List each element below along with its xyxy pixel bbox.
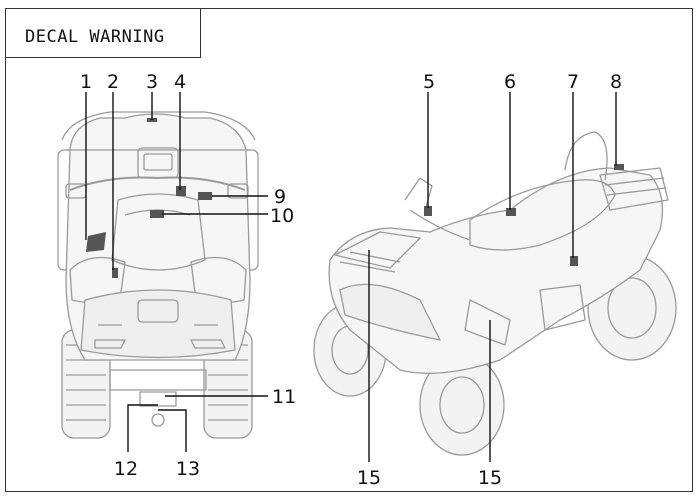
decal-10: [150, 210, 164, 218]
leader-lines: [85, 92, 617, 462]
diagram-title: DECAL WARNING: [25, 27, 165, 47]
decal-1: [86, 232, 106, 252]
decal-4: [176, 186, 186, 196]
diagram-frame: [5, 8, 693, 492]
callout-7: 7: [567, 71, 579, 93]
side-view-decals: [424, 164, 624, 266]
decal-8: [614, 164, 624, 170]
callout-3: 3: [146, 71, 158, 93]
callout-numbers: 1 2 3 4 5 6 7 8 9 10 11 12 13 15 15: [80, 71, 622, 489]
decal-2: [112, 268, 118, 278]
callout-9: 9: [274, 186, 286, 208]
callout-12: 12: [114, 458, 138, 480]
atv-front-view: [57, 111, 259, 439]
callout-5: 5: [423, 71, 435, 93]
callout-4: 4: [174, 71, 186, 93]
decal-5: [424, 206, 432, 216]
leader-12: [127, 404, 158, 452]
atv-side-view: [313, 131, 677, 456]
leader-13: [158, 409, 187, 452]
callout-13: 13: [176, 458, 200, 480]
decal-9: [198, 192, 212, 200]
callout-2: 2: [107, 71, 119, 93]
decal-7: [570, 256, 578, 266]
title-box: DECAL WARNING: [5, 8, 201, 58]
decal-6: [506, 208, 516, 216]
callout-6: 6: [504, 71, 516, 93]
callout-15b: 15: [478, 467, 502, 489]
callout-8: 8: [610, 71, 622, 93]
callout-1: 1: [80, 71, 92, 93]
callout-11: 11: [272, 386, 296, 408]
callout-10: 10: [270, 205, 294, 227]
callout-15a: 15: [357, 467, 381, 489]
